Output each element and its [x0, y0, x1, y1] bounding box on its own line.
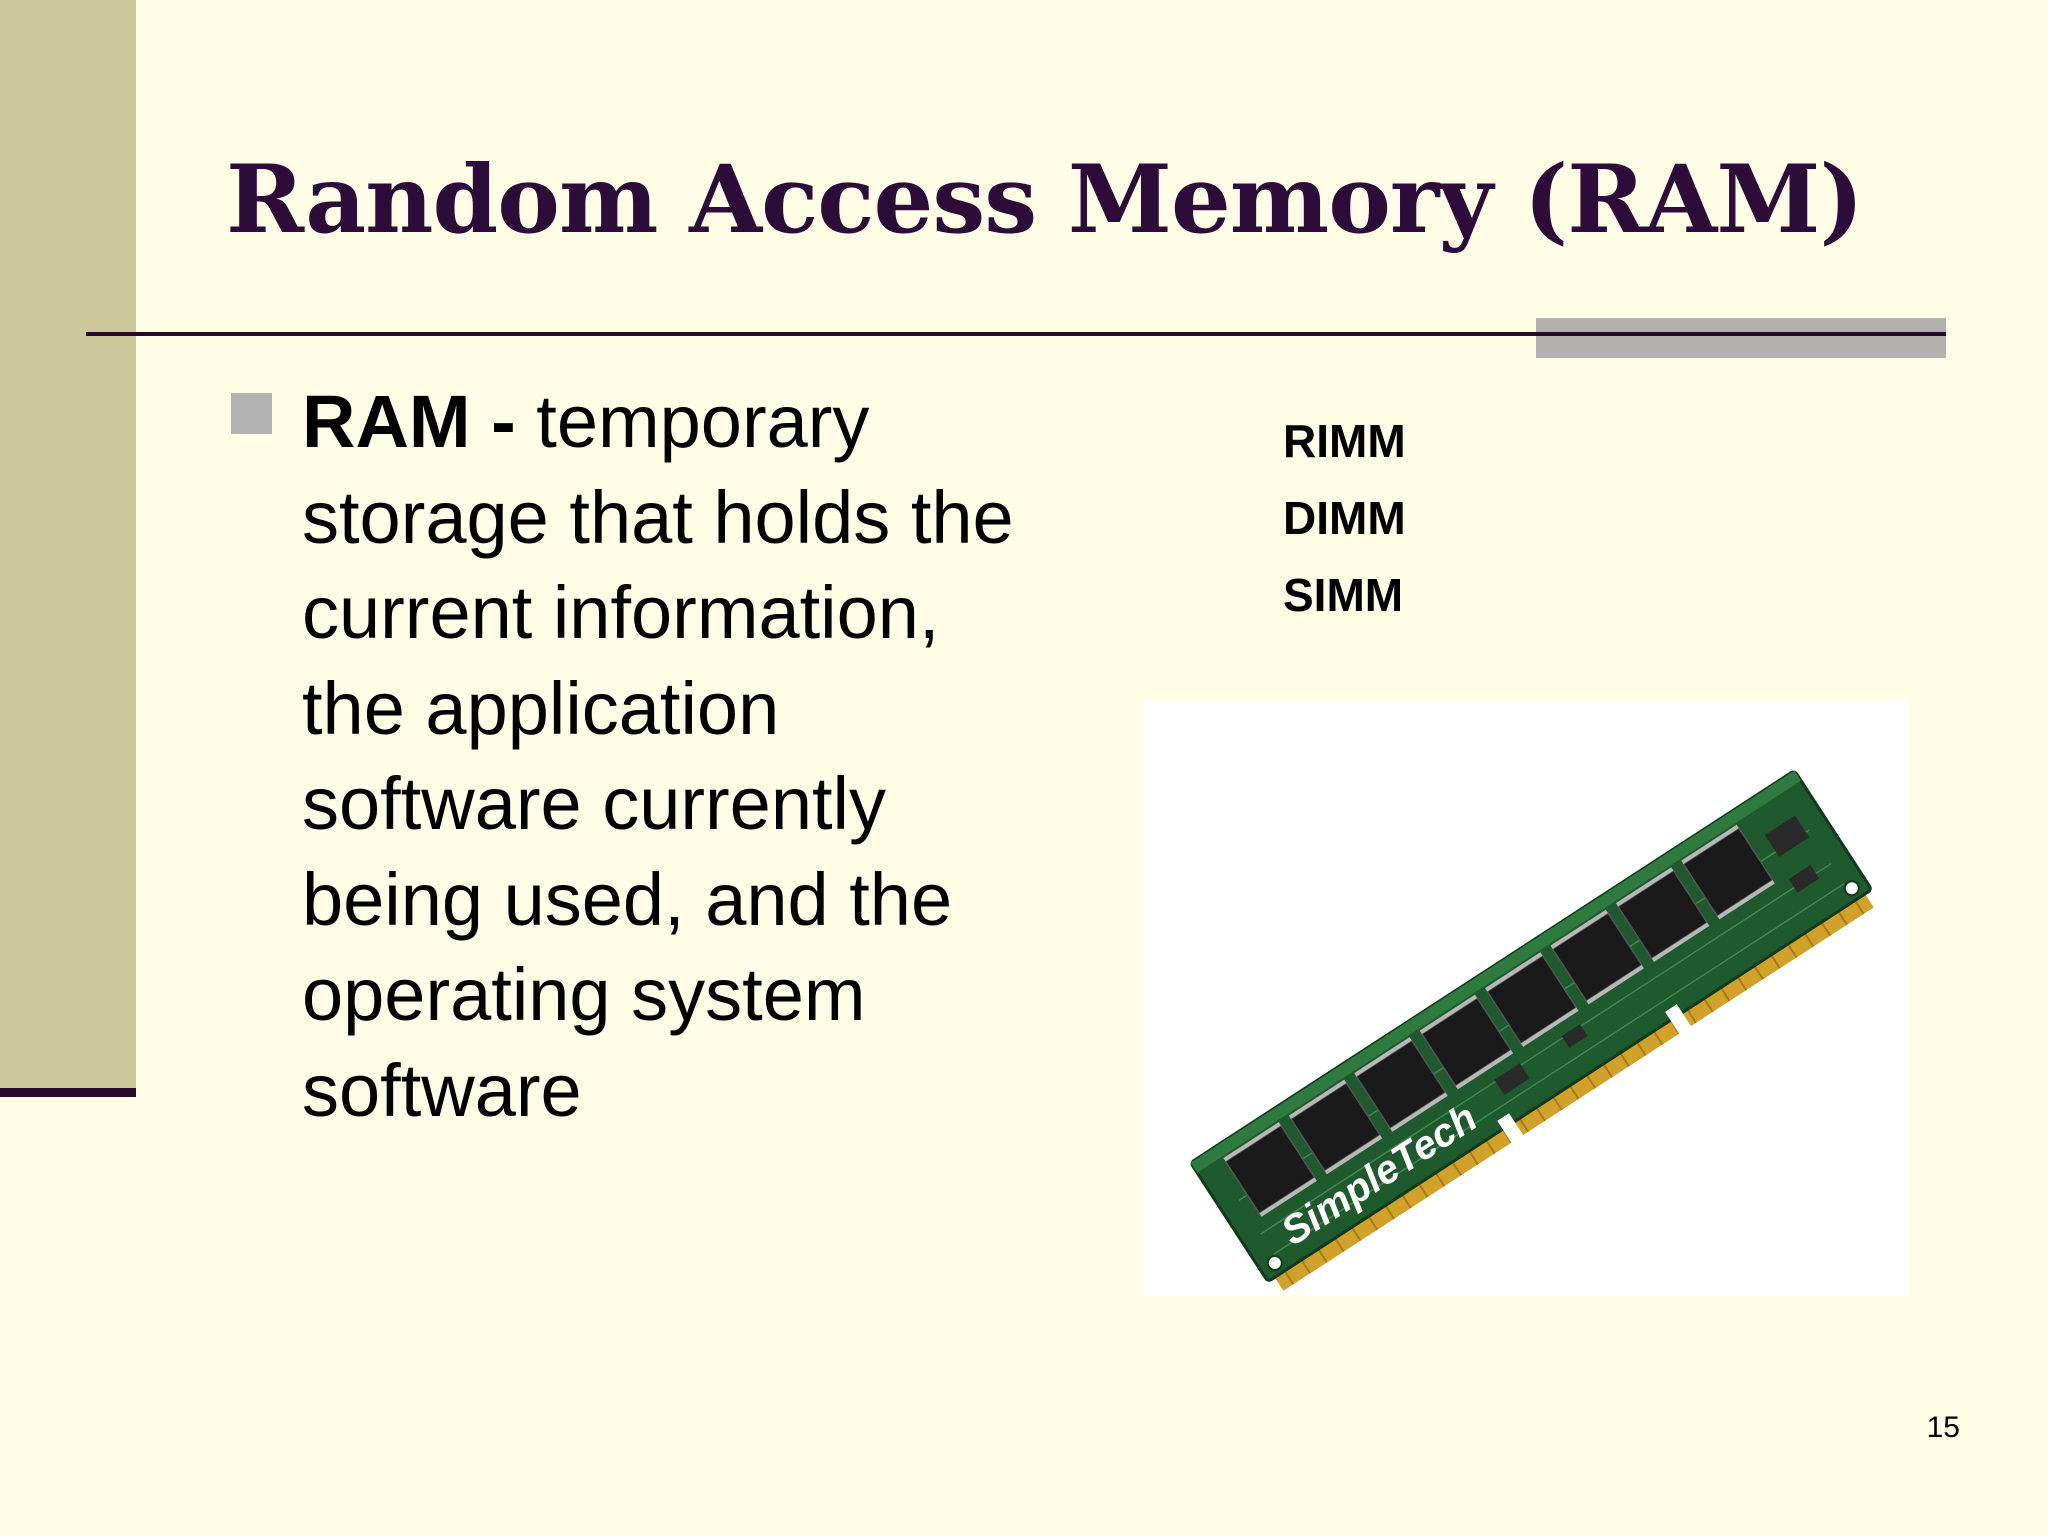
left-decorative-band: [0, 0, 136, 1090]
memory-type-dimm: DIMM: [1283, 492, 1406, 544]
title-rule: [86, 332, 1946, 336]
square-bullet-icon: [231, 393, 272, 434]
memory-type-simm: SIMM: [1283, 569, 1404, 621]
memory-chips: [1224, 827, 1774, 1215]
bullet-separator: -: [470, 380, 537, 463]
ram-module-photo: SimpleTech: [1143, 700, 1909, 1296]
ram-module-illustration: SimpleTech: [1143, 700, 1909, 1296]
memory-type-list: RIMM DIMM SIMM: [1283, 403, 1406, 634]
bullet-text: RAM - temporary storage that holds the c…: [302, 374, 1062, 1138]
left-band-rule: [0, 1088, 136, 1097]
bullet-definition: temporary storage that holds the current…: [302, 380, 1014, 1132]
slide-title: Random Access Memory (RAM): [226, 145, 1864, 255]
bullet-term: RAM: [302, 380, 471, 463]
title-rule-accent: [1536, 318, 1946, 358]
page-number: 15: [1926, 1411, 1960, 1444]
memory-type-rimm: RIMM: [1283, 415, 1406, 467]
